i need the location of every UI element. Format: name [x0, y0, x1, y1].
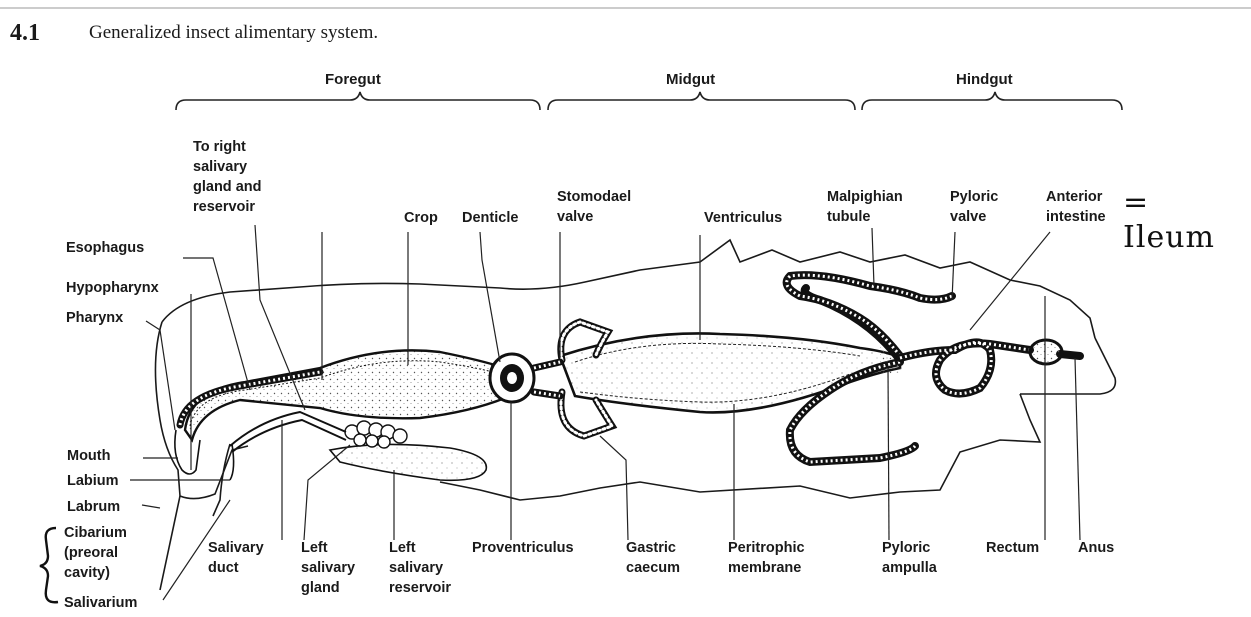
- label-left-salivary-gland: Left salivary gland: [301, 538, 355, 598]
- section-braces: [176, 92, 1122, 110]
- section-hindgut: Hindgut: [956, 71, 1013, 88]
- rectum-bulb: [1030, 340, 1062, 364]
- label-pharynx: Pharynx: [66, 308, 123, 328]
- label-salivarium: Salivarium: [64, 593, 137, 613]
- label-malpighian-tubule: Malpighian tubule: [827, 187, 903, 227]
- label-left-salivary-reservoir: Left salivary reservoir: [389, 538, 451, 598]
- label-rectum: Rectum: [986, 538, 1039, 558]
- salivary-system: [230, 412, 486, 480]
- label-pyloric-ampulla: Pyloric ampulla: [882, 538, 937, 578]
- figure-caption: Generalized insect alimentary system.: [89, 22, 378, 44]
- ventriculus: [560, 333, 900, 412]
- label-labium: Labium: [67, 471, 119, 491]
- section-midgut: Midgut: [666, 71, 715, 88]
- crop: [185, 350, 505, 440]
- label-peritrophic-membrane: Peritrophic membrane: [728, 538, 805, 578]
- section-foregut: Foregut: [325, 71, 381, 88]
- proventriculus: [490, 354, 534, 402]
- foregut-brace: [176, 92, 540, 110]
- label-hypopharynx: Hypopharynx: [66, 278, 159, 298]
- label-anus: Anus: [1078, 538, 1114, 558]
- hindgut-brace: [862, 92, 1122, 110]
- label-salivary-duct: Salivary duct: [208, 538, 264, 578]
- cibarium-bracket: [40, 528, 58, 602]
- label-cibarium: Cibarium (preoral cavity): [64, 523, 127, 583]
- label-gastric-caecum: Gastric caecum: [626, 538, 680, 578]
- label-labrum: Labrum: [67, 497, 120, 517]
- midgut-brace: [548, 92, 855, 110]
- mouthparts: [175, 430, 234, 480]
- figure-number: 4.1: [10, 20, 40, 47]
- label-pyloric-valve: Pyloric valve: [950, 187, 998, 227]
- label-anterior-intestine: Anterior intestine: [1046, 187, 1106, 227]
- label-mouth: Mouth: [67, 446, 110, 466]
- handwritten-annotation: = Ileum: [1123, 185, 1251, 255]
- label-esophagus: Esophagus: [66, 238, 144, 258]
- label-denticle: Denticle: [462, 208, 518, 228]
- label-proventriculus: Proventriculus: [472, 538, 574, 558]
- label-to-right-salivary: To right salivary gland and reservoir: [193, 137, 261, 217]
- label-ventriculus: Ventriculus: [704, 208, 782, 228]
- hindgut-tube: [880, 340, 1080, 394]
- label-crop: Crop: [404, 208, 438, 228]
- label-stomodael-valve: Stomodael valve: [557, 187, 631, 227]
